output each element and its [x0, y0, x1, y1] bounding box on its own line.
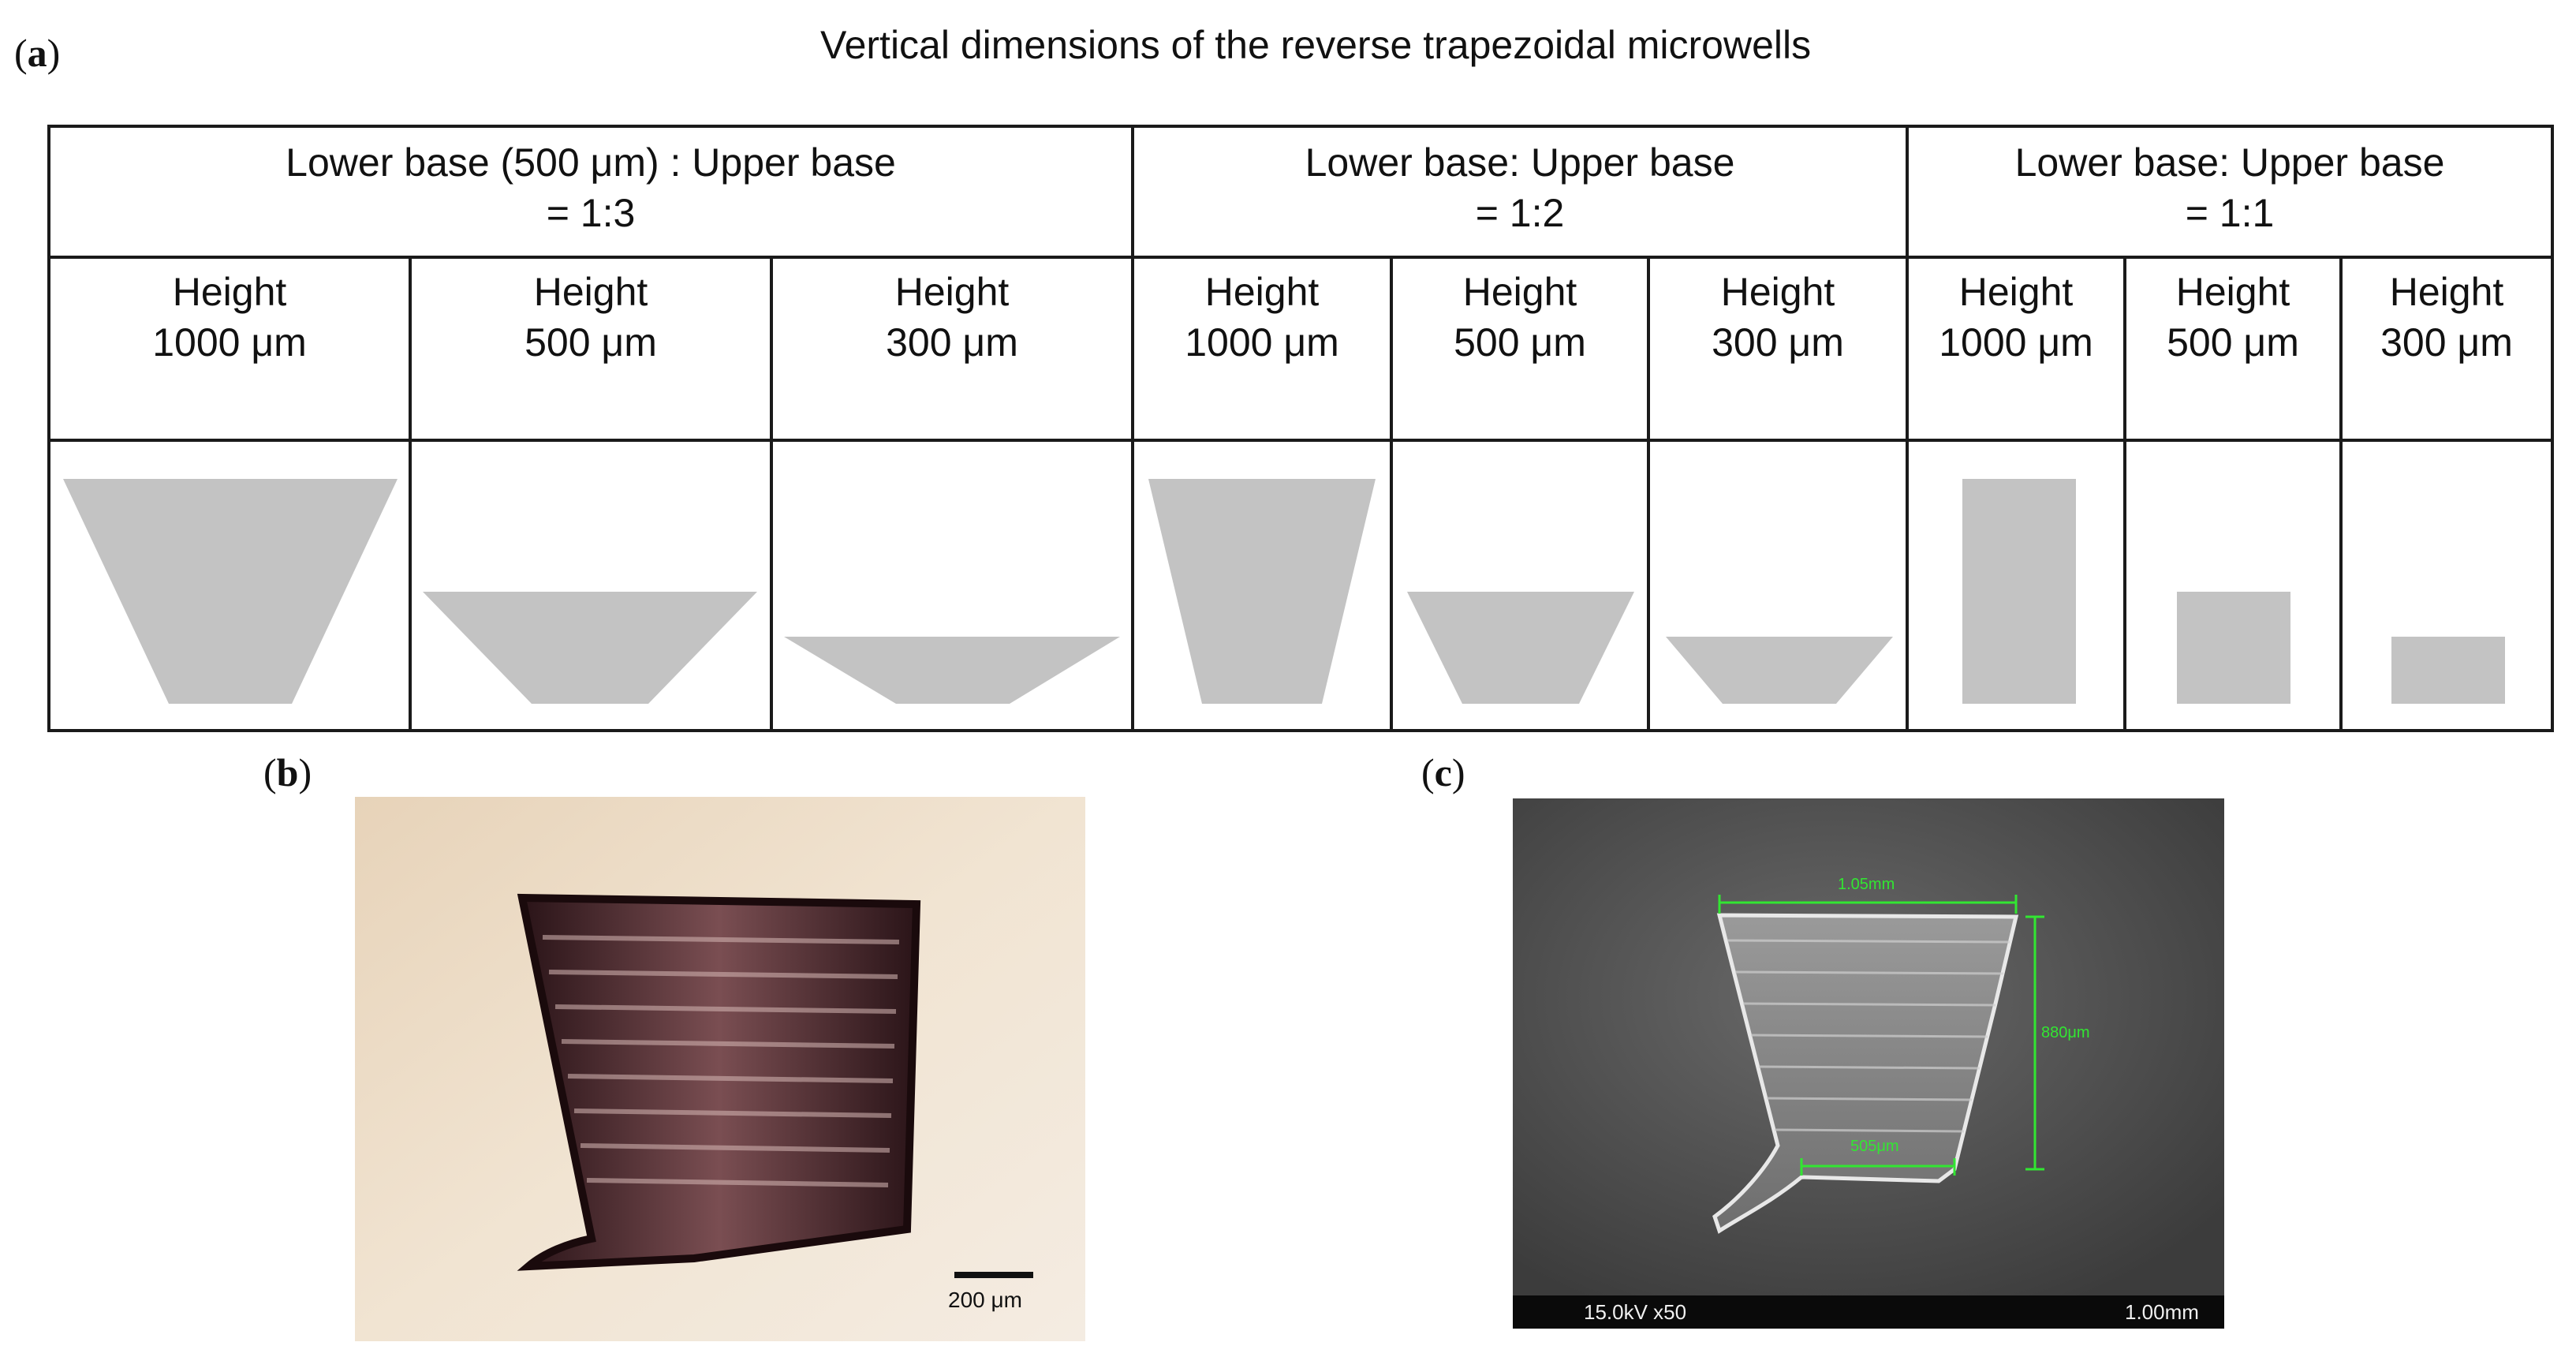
- group-divider-1: [1131, 128, 1134, 729]
- col-divider-4: [1647, 256, 1650, 729]
- shape-1-3-h300: [784, 637, 1120, 704]
- column-header-4-line2: 1000 μm: [1185, 320, 1339, 364]
- shape-1-3-h500: [423, 592, 757, 704]
- dimensions-table: Lower base (500 μm) : Upper base = 1:3 L…: [47, 125, 2554, 732]
- col-divider-2: [770, 256, 773, 729]
- group-header-3-line1: Lower base: Upper base: [2014, 140, 2445, 185]
- column-header-7: Height 1000 μm: [1909, 267, 2123, 368]
- col-divider-3: [1390, 256, 1393, 729]
- column-header-6-line2: 300 μm: [1712, 320, 1844, 364]
- scale-bar-b: [954, 1272, 1033, 1278]
- sem-info-left: 15.0kV x50: [1584, 1300, 1687, 1324]
- column-header-1-line2: 1000 μm: [152, 320, 307, 364]
- row-divider-2: [50, 439, 2551, 442]
- scale-label-b: 200 μm: [948, 1288, 1022, 1312]
- group-header-1-line1: Lower base (500 μm) : Upper base: [286, 140, 896, 185]
- group-header-2-line1: Lower base: Upper base: [1305, 140, 1735, 185]
- row-divider-1: [50, 256, 2551, 259]
- column-header-9-line1: Height: [2389, 270, 2504, 314]
- bottom-measure-label: 505μm: [1850, 1138, 1899, 1155]
- column-header-6-line1: Height: [1720, 270, 1835, 314]
- panel-label-a: (a): [14, 31, 61, 75]
- column-header-1: Height 1000 μm: [50, 267, 409, 368]
- shape-1-3-h1000: [63, 479, 398, 704]
- optical-micrograph: 200 μm: [355, 797, 1085, 1341]
- column-header-9-line2: 300 μm: [2380, 320, 2513, 364]
- column-header-4-line1: Height: [1204, 270, 1320, 314]
- group-header-2: Lower base: Upper base = 1:2: [1134, 137, 1906, 238]
- column-header-4: Height 1000 μm: [1134, 267, 1390, 368]
- shape-1-1-h1000: [1962, 479, 2076, 704]
- col-divider-1: [409, 256, 412, 729]
- microwell-photo-c: [1513, 798, 2224, 1295]
- column-header-8-line1: Height: [2175, 270, 2290, 314]
- column-header-2-line2: 500 μm: [525, 320, 657, 364]
- column-header-9: Height 300 μm: [2343, 267, 2551, 368]
- group-header-1-line2: = 1:3: [546, 191, 636, 235]
- column-header-5: Height 500 μm: [1393, 267, 1647, 368]
- figure-title: Vertical dimensions of the reverse trape…: [820, 23, 1812, 67]
- column-header-5-line2: 500 μm: [1454, 320, 1586, 364]
- column-header-3-line2: 300 μm: [886, 320, 1018, 364]
- sem-info-right: 1.00mm: [2125, 1300, 2199, 1324]
- group-header-3-line2: = 1:1: [2185, 191, 2275, 235]
- column-header-5-line1: Height: [1462, 270, 1577, 314]
- column-header-8: Height 500 μm: [2126, 267, 2339, 368]
- col-divider-6: [2339, 256, 2343, 729]
- group-header-3: Lower base: Upper base = 1:1: [1909, 137, 2551, 238]
- microwell-shapes: [63, 479, 2505, 704]
- column-header-8-line2: 500 μm: [2167, 320, 2299, 364]
- shape-1-2-h1000: [1148, 479, 1376, 704]
- shape-1-1-h300: [2391, 637, 2505, 704]
- group-header-2-line2: = 1:2: [1475, 191, 1565, 235]
- height-measure-label: 880μm: [2041, 1024, 2090, 1041]
- column-header-7-line1: Height: [1958, 270, 2074, 314]
- shape-1-2-h300: [1666, 637, 1893, 704]
- column-header-7-line2: 1000 μm: [1939, 320, 2093, 364]
- column-header-3: Height 300 μm: [773, 267, 1131, 368]
- column-header-2-line1: Height: [533, 270, 648, 314]
- col-divider-5: [2123, 256, 2126, 729]
- sem-micrograph: 1.05mm 880μm 505μm 15.0kV x50 1.00mm: [1513, 798, 2224, 1329]
- column-header-3-line1: Height: [894, 270, 1010, 314]
- panel-label-b: (b): [263, 750, 312, 794]
- column-header-6: Height 300 μm: [1650, 267, 1906, 368]
- sem-info-bar: 15.0kV x50 1.00mm: [1513, 1295, 2224, 1329]
- panel-label-c: (c): [1421, 750, 1465, 794]
- column-header-2: Height 500 μm: [412, 267, 770, 368]
- shape-1-2-h500: [1407, 592, 1634, 704]
- column-header-1-line1: Height: [172, 270, 287, 314]
- shape-1-1-h500: [2177, 592, 2290, 704]
- top-measure-label: 1.05mm: [1838, 876, 1895, 893]
- group-divider-2: [1906, 128, 1909, 729]
- group-header-1: Lower base (500 μm) : Upper base = 1:3: [50, 137, 1131, 238]
- microwell-photo-b: [355, 797, 1085, 1341]
